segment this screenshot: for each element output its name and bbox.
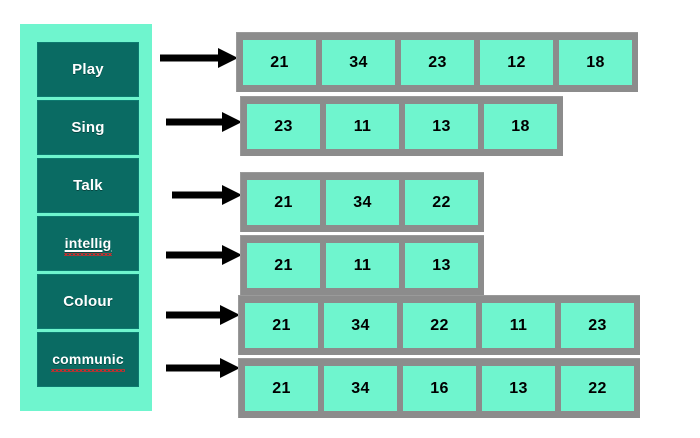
array-cell[interactable]: 23 xyxy=(247,104,320,149)
arrow-colour-icon xyxy=(166,304,240,326)
arrow-play-icon xyxy=(160,47,238,69)
array-cell[interactable]: 21 xyxy=(245,366,318,411)
array-cell[interactable]: 21 xyxy=(243,40,316,85)
array-cell[interactable]: 11 xyxy=(326,104,399,149)
sidebar-item-label: Talk xyxy=(73,176,103,194)
sidebar-item-label: Sing xyxy=(71,118,105,136)
sidebar-item-label: intellig xyxy=(63,235,113,256)
array-cell[interactable]: 13 xyxy=(482,366,555,411)
sidebar-item-label: Play xyxy=(72,60,104,78)
sidebar-item-1[interactable]: Sing xyxy=(37,100,139,155)
arrow-communic-icon xyxy=(166,357,240,379)
arrow-intellig-icon xyxy=(166,244,242,266)
sidebar-item-4[interactable]: Colour xyxy=(37,274,139,329)
array-cell[interactable]: 34 xyxy=(322,40,395,85)
sidebar-item-label: communic xyxy=(51,351,125,372)
array-cell[interactable]: 34 xyxy=(324,303,397,348)
array-cell[interactable]: 22 xyxy=(561,366,634,411)
array-cell[interactable]: 22 xyxy=(405,180,478,225)
array-cell[interactable]: 34 xyxy=(324,366,397,411)
sidebar-item-label: Colour xyxy=(63,292,113,310)
array-cell[interactable]: 21 xyxy=(247,243,320,288)
array-cell[interactable]: 34 xyxy=(326,180,399,225)
array-cell[interactable]: 21 xyxy=(245,303,318,348)
sidebar-item-0[interactable]: Play xyxy=(37,42,139,97)
array-cell[interactable]: 13 xyxy=(405,104,478,149)
sidebar-item-3[interactable]: intellig xyxy=(37,216,139,271)
array-cell[interactable]: 18 xyxy=(484,104,557,149)
sidebar-item-5[interactable]: communic xyxy=(37,332,139,387)
array-cell[interactable]: 11 xyxy=(482,303,555,348)
array-cell[interactable]: 22 xyxy=(403,303,476,348)
array-cell[interactable]: 23 xyxy=(561,303,634,348)
arrow-sing-icon xyxy=(166,111,242,133)
array-cell[interactable]: 12 xyxy=(480,40,553,85)
array-cell[interactable]: 23 xyxy=(401,40,474,85)
array-cell[interactable]: 18 xyxy=(559,40,632,85)
sidebar-item-2[interactable]: Talk xyxy=(37,158,139,213)
array-cell[interactable]: 21 xyxy=(247,180,320,225)
arrow-talk-icon xyxy=(172,184,242,206)
array-cell[interactable]: 11 xyxy=(326,243,399,288)
array-cell[interactable]: 13 xyxy=(405,243,478,288)
array-cell[interactable]: 16 xyxy=(403,366,476,411)
